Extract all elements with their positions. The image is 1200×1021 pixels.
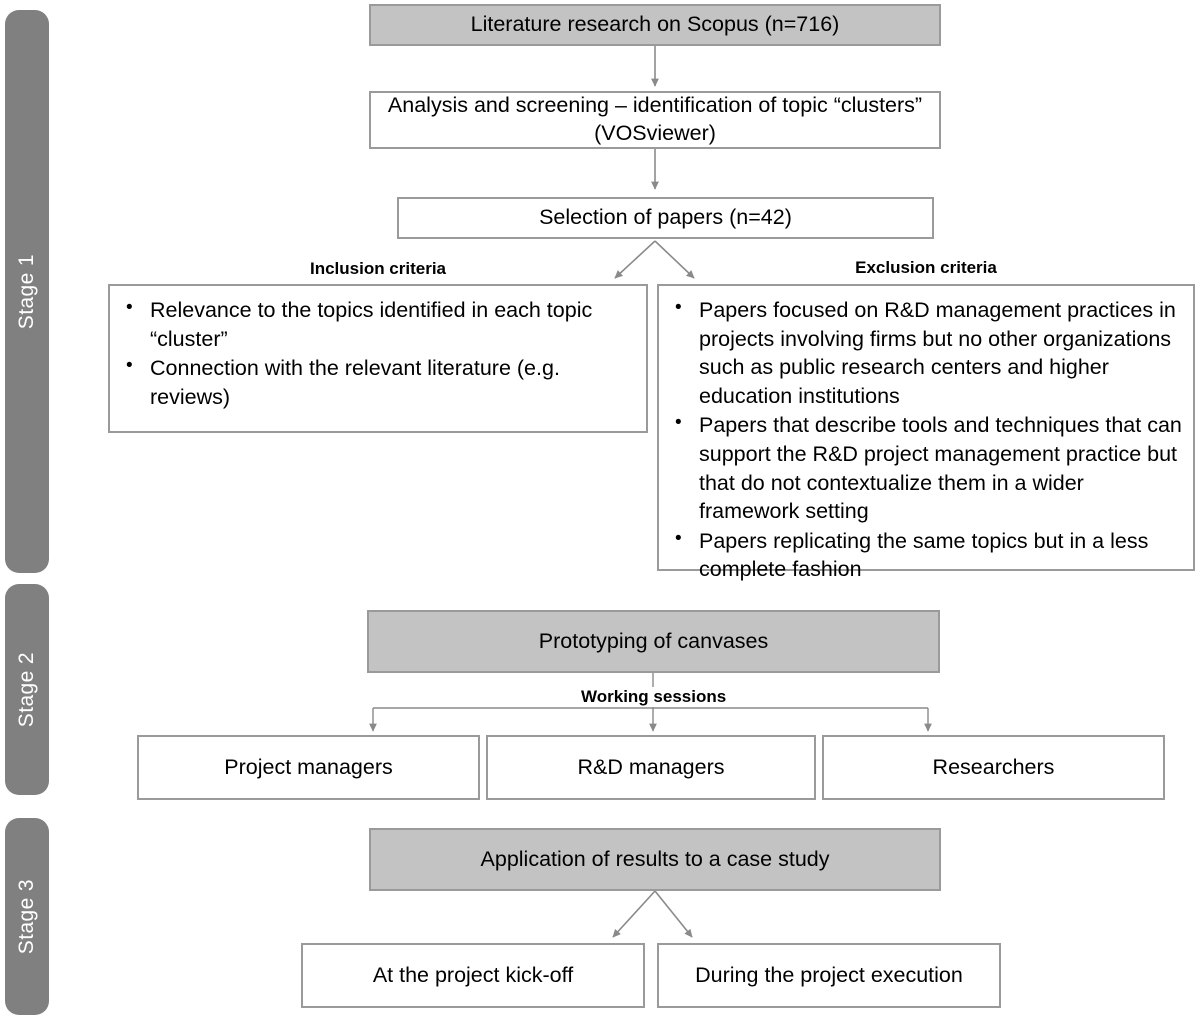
node-researchers[interactable]: Researchers: [822, 735, 1165, 800]
stage-1-label: Stage 1: [15, 253, 38, 330]
stage-bar-2: Stage 2: [5, 584, 49, 795]
node-project-kickoff-label: At the project kick-off: [372, 962, 574, 987]
node-literature-research-label: Literature research on Scopus (n=716): [470, 12, 840, 37]
exclusion-criteria-title: Exclusion criteria: [855, 258, 997, 277]
inclusion-criteria-list: Relevance to the topics identified in ea…: [124, 295, 636, 411]
node-project-execution-label: During the project execution: [695, 962, 963, 987]
inclusion-criteria-box[interactable]: Relevance to the topics identified in ea…: [108, 284, 648, 433]
inclusion-criteria-title: Inclusion criteria: [309, 259, 447, 278]
node-prototyping-label: Prototyping of canvases: [538, 628, 769, 653]
list-item: Relevance to the topics identified in ea…: [126, 295, 636, 353]
edge-application-to-kickoff: [612, 890, 656, 938]
node-project-managers[interactable]: Project managers: [137, 735, 480, 800]
node-project-managers-label: Project managers: [224, 754, 393, 779]
list-item: Papers focused on R&D management practic…: [675, 295, 1183, 410]
stage-bar-3: Stage 3: [5, 818, 49, 1015]
node-rd-managers-label: R&D managers: [577, 754, 725, 779]
node-researchers-label: Researchers: [932, 754, 1055, 779]
list-item: Papers that describe tools and technique…: [675, 410, 1183, 525]
node-literature-research[interactable]: Literature research on Scopus (n=716): [369, 4, 941, 46]
working-sessions-label: Working sessions: [577, 687, 731, 707]
list-item: Papers replicating the same topics but i…: [675, 526, 1183, 584]
node-prototyping-of-canvases[interactable]: Prototyping of canvases: [367, 610, 940, 673]
stage-3-label: Stage 3: [15, 878, 38, 955]
stage-bar-1: Stage 1: [5, 10, 49, 573]
node-analysis-screening-label: Analysis and screening – identification …: [387, 93, 923, 145]
exclusion-criteria-list: Papers focused on R&D management practic…: [673, 295, 1183, 584]
node-project-kickoff[interactable]: At the project kick-off: [301, 943, 645, 1008]
stage-2-label: Stage 2: [15, 651, 38, 728]
list-item: Connection with the relevant literature …: [126, 353, 636, 411]
edge-application-to-execution: [654, 890, 693, 938]
node-selection-of-papers-label: Selection of papers (n=42): [539, 205, 792, 230]
node-application-label: Application of results to a case study: [480, 846, 830, 871]
node-rd-managers[interactable]: R&D managers: [486, 735, 816, 800]
node-project-execution[interactable]: During the project execution: [657, 943, 1001, 1008]
node-application-of-results[interactable]: Application of results to a case study: [369, 828, 941, 891]
node-analysis-screening[interactable]: Analysis and screening – identification …: [369, 91, 941, 149]
exclusion-criteria-box[interactable]: Papers focused on R&D management practic…: [657, 284, 1195, 581]
node-selection-of-papers[interactable]: Selection of papers (n=42): [397, 197, 934, 239]
